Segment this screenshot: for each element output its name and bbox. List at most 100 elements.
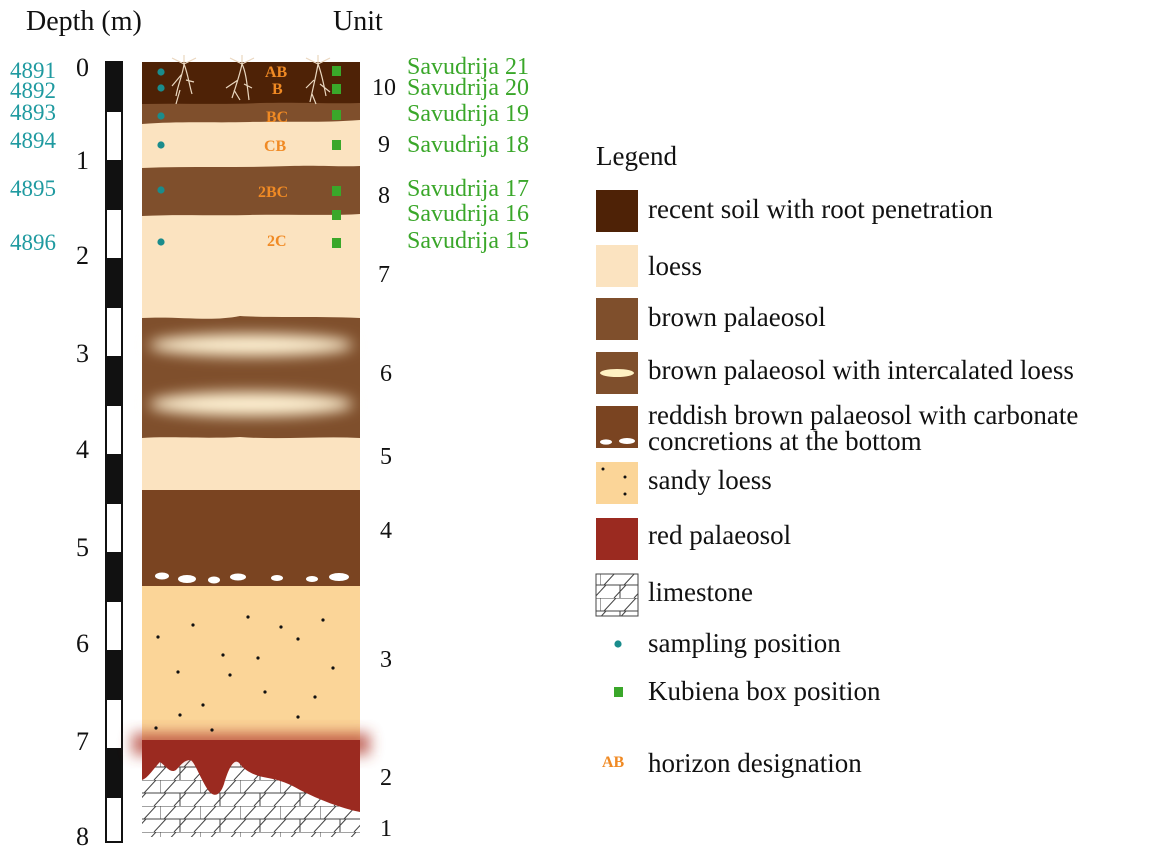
concretion xyxy=(208,576,220,584)
legend-label-horizon: horizon designation xyxy=(648,748,862,778)
legend: Legend recent soil with root penetration… xyxy=(595,141,1078,778)
loess-lens xyxy=(149,334,353,356)
legend-title: Legend xyxy=(596,141,677,171)
kubiena-box xyxy=(332,238,341,248)
sampling-dot xyxy=(157,141,165,149)
depth-tick-5: 5 xyxy=(76,533,89,562)
legend-symbol-sampling xyxy=(614,640,622,648)
legend-swatch-red-palaeosol xyxy=(596,518,638,560)
brown-palaeosol-2bc xyxy=(142,165,360,216)
unit-number: 4 xyxy=(380,518,392,544)
kubiena-label: Savudrija 17 xyxy=(407,176,529,202)
kubiena-box xyxy=(332,110,341,120)
legend-symbol-kubiena xyxy=(614,687,623,697)
sample-id: 4895 xyxy=(10,176,56,201)
kubiena-box xyxy=(332,66,341,76)
red-palaeosol-layer xyxy=(142,740,360,812)
legend-label-brown-palaeosol: brown palaeosol xyxy=(648,302,826,332)
depth-scale-bar xyxy=(105,61,123,843)
concretion xyxy=(155,572,169,580)
legend-swatch-limestone xyxy=(595,573,639,617)
loess-lens xyxy=(149,392,353,416)
depth-header: Depth (m) xyxy=(26,6,142,37)
unit-number: 3 xyxy=(380,647,392,673)
legend-swatch-brown-palaeosol xyxy=(596,298,638,340)
kubiena-box xyxy=(332,84,341,94)
sampling-positions xyxy=(157,68,165,246)
depth-tick-3: 3 xyxy=(76,339,89,368)
horizon-label: BC xyxy=(266,109,288,126)
sampling-dot xyxy=(157,238,165,246)
legend-label-intercalated: brown palaeosol with intercalated loess xyxy=(648,355,1074,385)
sand-dots xyxy=(154,615,335,732)
sample-id: 4891 xyxy=(10,58,56,83)
sample-id: 4892 xyxy=(10,78,56,103)
depth-tick-0: 0 xyxy=(76,53,89,82)
horizon-label: 2C xyxy=(267,233,287,250)
unit-number: 6 xyxy=(380,361,392,387)
unit-numbers: 10 9 8 7 6 5 4 3 2 1 xyxy=(372,75,396,842)
horizon-label: 2BC xyxy=(258,184,288,201)
concretion xyxy=(306,576,318,582)
depth-tick-6: 6 xyxy=(76,629,89,658)
legend-label-recent-soil: recent soil with root penetration xyxy=(648,194,993,224)
horizon-label: AB xyxy=(265,64,288,81)
sample-id: 4896 xyxy=(10,230,56,255)
horizon-label: B xyxy=(272,81,283,98)
sampling-dot xyxy=(157,186,165,194)
concretion xyxy=(271,575,283,581)
sample-id-list: 4891 4892 4893 4894 4895 4896 xyxy=(10,58,57,255)
legend-swatch-loess xyxy=(596,245,638,287)
sampling-dot xyxy=(157,68,165,76)
legend-label-reddish-brown-1: reddish brown palaeosol with carbonate xyxy=(648,400,1078,430)
profile-column xyxy=(132,62,370,837)
legend-label-limestone: limestone xyxy=(648,577,753,607)
depth-tick-7: 7 xyxy=(76,727,89,756)
unit-header: Unit xyxy=(333,6,383,37)
unit-number: 2 xyxy=(380,765,392,791)
unit-number: 7 xyxy=(378,262,390,288)
legend-symbol-horizon: AB xyxy=(602,754,625,771)
legend-label-kubiena: Kubiena box position xyxy=(648,676,881,706)
depth-tick-2: 2 xyxy=(76,241,89,270)
legend-label-sandy-loess: sandy loess xyxy=(648,465,772,495)
kubiena-label: Savudrija 21 xyxy=(407,54,529,80)
kubiena-label: Savudrija 19 xyxy=(407,101,529,127)
kubiena-label: Savudrija 20 xyxy=(407,75,529,101)
sample-id: 4893 xyxy=(10,100,56,125)
legend-label-red-palaeosol: red palaeosol xyxy=(648,520,791,550)
kubiena-label: Savudrija 15 xyxy=(407,228,529,254)
sampling-dot xyxy=(157,112,165,120)
concretion xyxy=(178,575,196,583)
sample-id: 4894 xyxy=(10,128,57,153)
sampling-dot xyxy=(157,84,165,92)
kubiena-label: Savudrija 16 xyxy=(407,201,529,227)
legend-label-reddish-brown-2: concretions at the bottom xyxy=(648,426,922,456)
depth-tick-8: 8 xyxy=(76,822,89,848)
kubiena-label: Savudrija 18 xyxy=(407,132,529,158)
bc-transition-layer xyxy=(142,102,360,124)
unit-number: 1 xyxy=(380,816,392,842)
kubiena-box xyxy=(332,186,341,196)
concretion xyxy=(329,573,349,581)
depth-tick-1: 1 xyxy=(76,146,89,175)
horizon-designations: AB B BC CB 2BC 2C xyxy=(258,64,288,250)
reddish-brown-palaeosol xyxy=(142,490,360,586)
depth-tick-4: 4 xyxy=(76,435,89,464)
unit-number: 9 xyxy=(378,132,390,158)
sandy-loess-layer xyxy=(142,586,360,740)
legend-label-loess: loess xyxy=(648,251,702,281)
kubiena-box xyxy=(332,210,341,220)
carbonate-concretions xyxy=(155,572,349,584)
kubiena-box xyxy=(332,140,341,150)
horizon-label: CB xyxy=(264,138,287,155)
kubiena-labels: Savudrija 21 Savudrija 20 Savudrija 19 S… xyxy=(407,54,529,254)
legend-label-sampling: sampling position xyxy=(648,628,841,658)
concretion xyxy=(230,573,246,581)
kubiena-positions xyxy=(332,66,341,248)
unit-number: 10 xyxy=(372,75,396,101)
unit-number: 8 xyxy=(378,183,390,209)
depth-ticks: 0 1 2 3 4 5 6 7 8 xyxy=(76,53,89,848)
root-penetration xyxy=(171,55,331,105)
